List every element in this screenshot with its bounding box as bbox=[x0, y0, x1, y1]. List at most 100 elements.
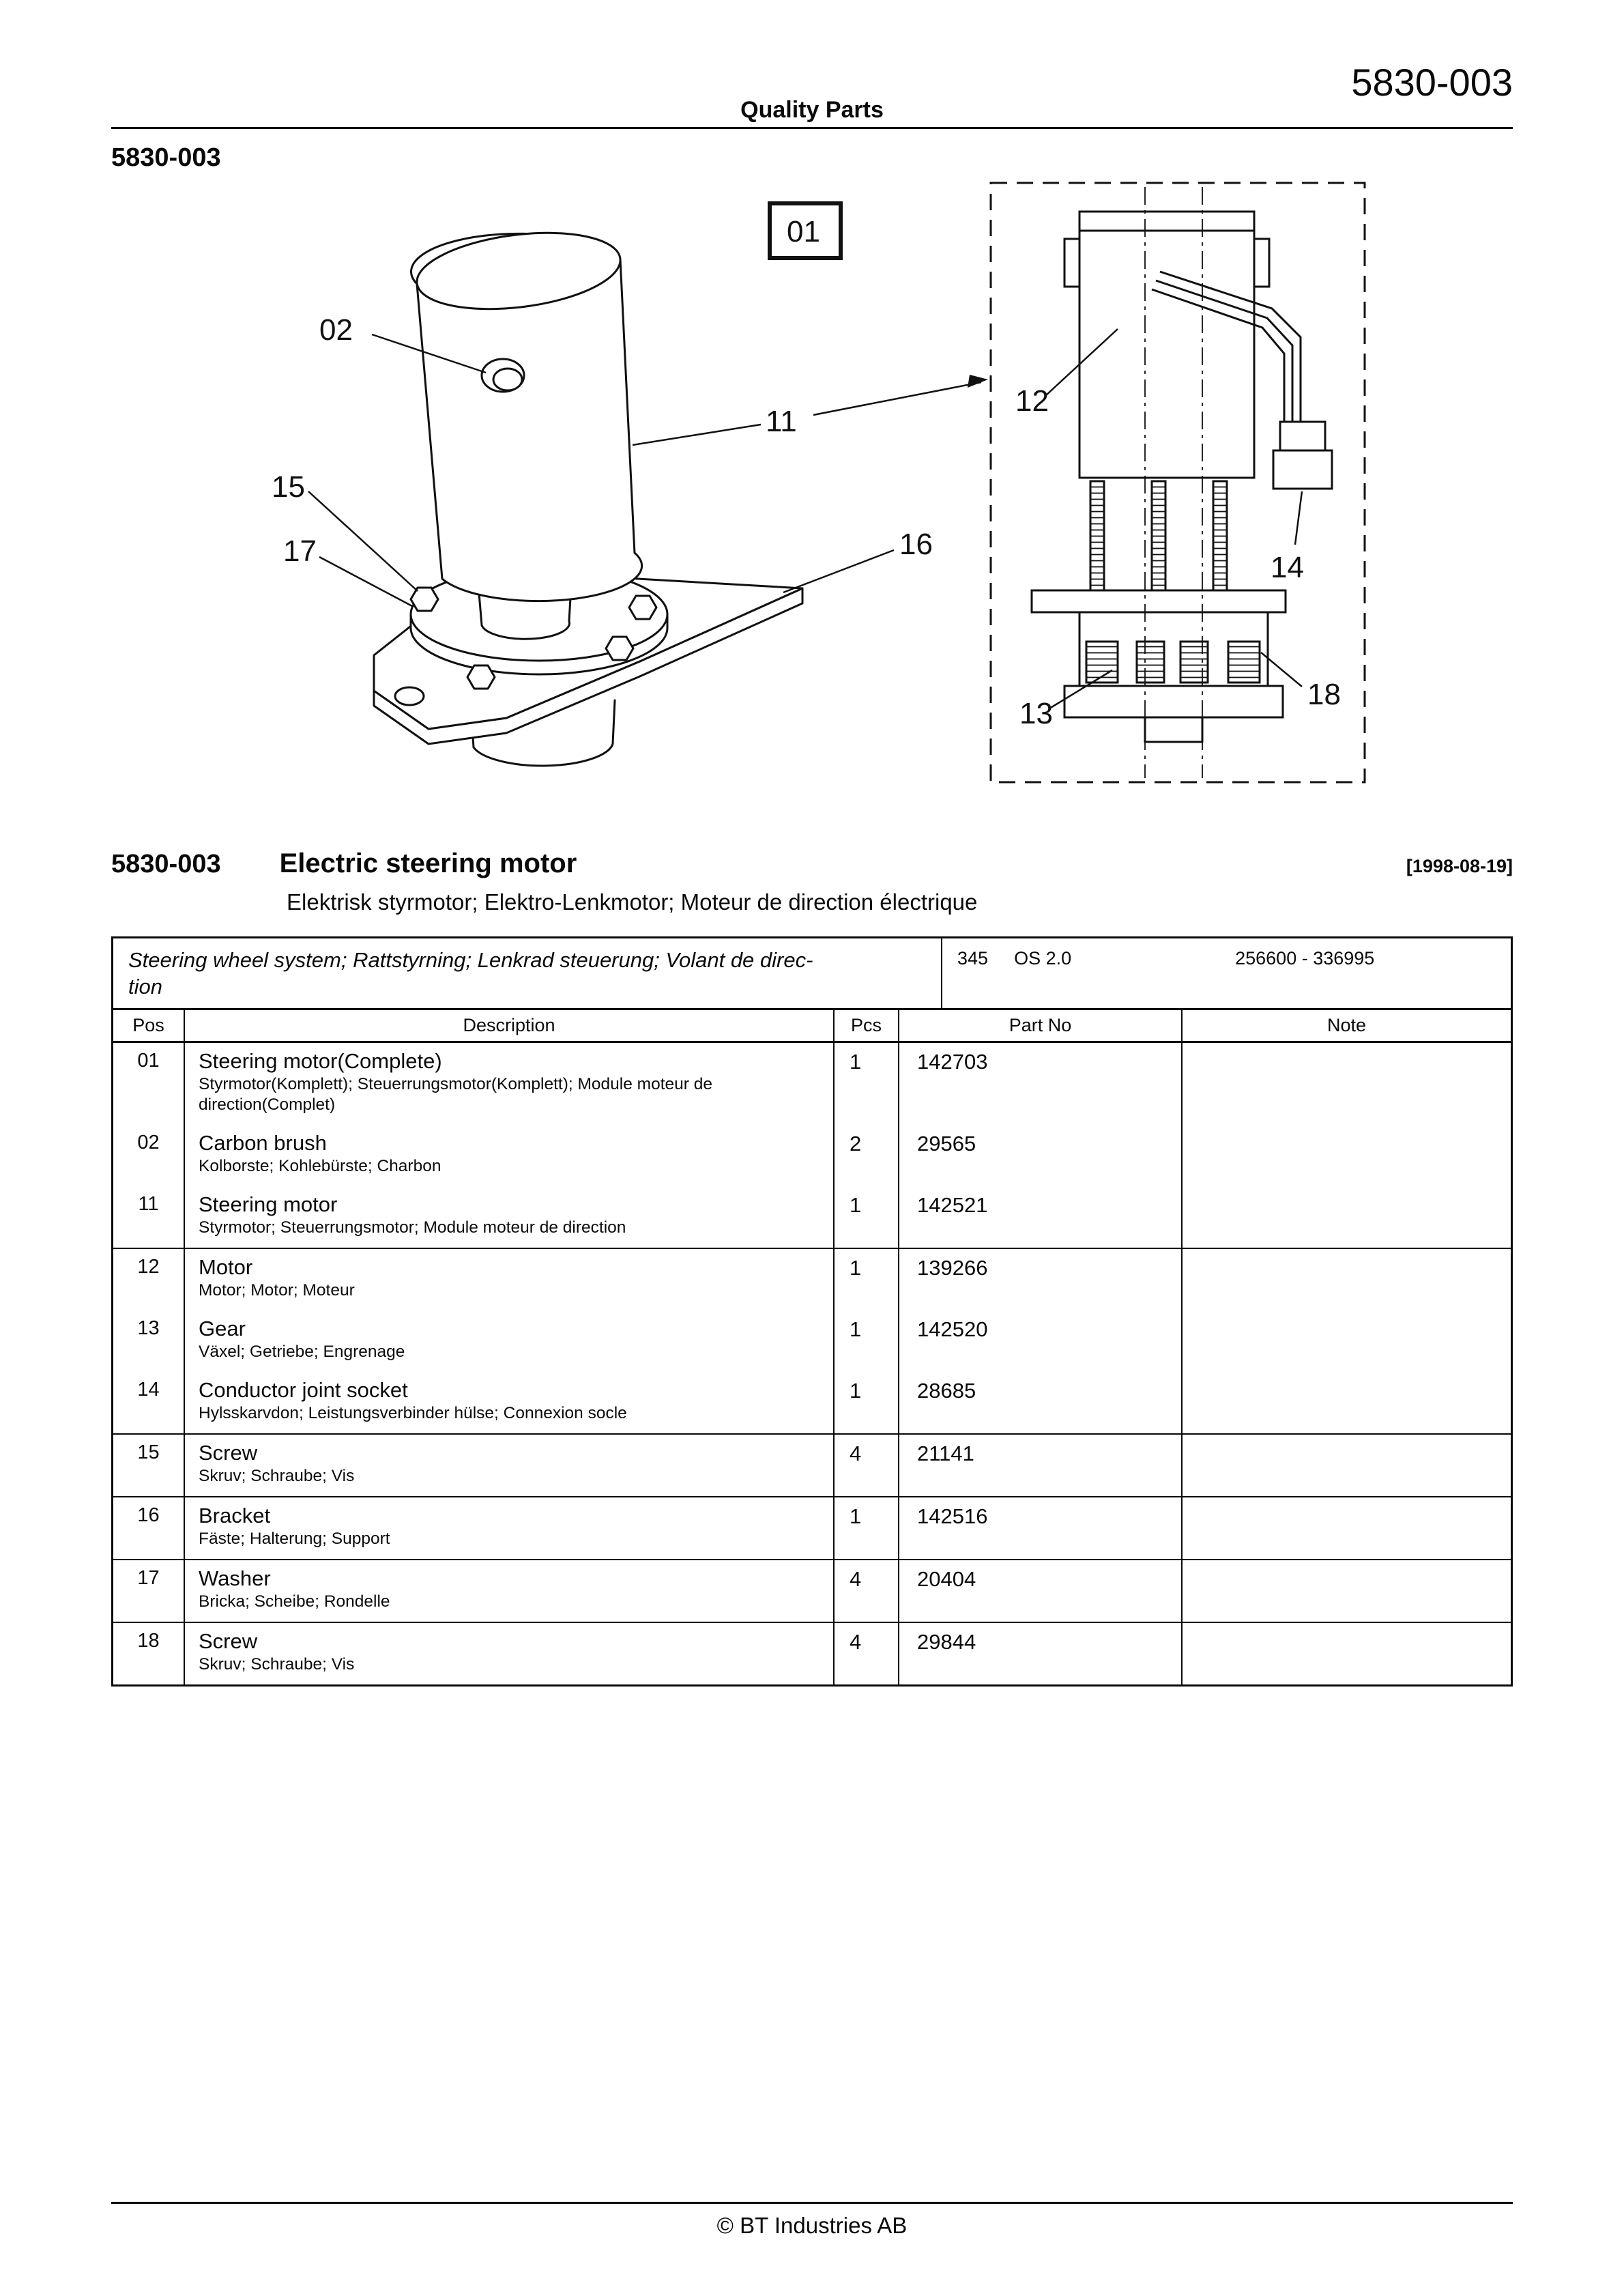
row-description-translations: Växel; Getriebe; Engrenage bbox=[199, 1343, 405, 1361]
row-part-no: 139266 bbox=[899, 1249, 1183, 1310]
row-note bbox=[1183, 1310, 1511, 1372]
row-pcs: 1 bbox=[835, 1249, 899, 1310]
row-description: Screw bbox=[199, 1629, 258, 1653]
assembly-view bbox=[373, 231, 804, 767]
row-description-cell: Screw Skruv; Schraube; Vis bbox=[185, 1435, 835, 1496]
table-info-header: Steering wheel system; Rattstyrning; Len… bbox=[113, 938, 1511, 1010]
bracket-hole bbox=[394, 686, 425, 706]
wire bbox=[1151, 288, 1286, 422]
footer-copyright: © BT Industries AB bbox=[716, 2213, 908, 2238]
row-description: Bracket bbox=[199, 1504, 271, 1527]
motor-body bbox=[410, 232, 643, 603]
leader-13 bbox=[1049, 669, 1113, 710]
leader-02 bbox=[371, 333, 487, 374]
row-description-translations: Motor; Motor; Moteur bbox=[199, 1281, 355, 1300]
arrowhead-11 bbox=[968, 375, 988, 388]
row-part-no: 29844 bbox=[899, 1623, 1183, 1684]
row-part-no: 28685 bbox=[899, 1372, 1183, 1433]
table-row: 01 Steering motor(Complete) Styrmotor(Ko… bbox=[113, 1043, 1511, 1125]
table-row: 11 Steering motor Styrmotor; Steuerrungs… bbox=[113, 1186, 1511, 1248]
hex-bolt bbox=[628, 594, 658, 620]
row-description-cell: Gear Växel; Getriebe; Engrenage bbox=[185, 1310, 835, 1372]
parts-table-body: 01 Steering motor(Complete) Styrmotor(Ko… bbox=[113, 1043, 1511, 1684]
carbon-brush-boss-inner bbox=[492, 367, 523, 392]
footer-rule bbox=[111, 2202, 1513, 2204]
row-description: Gear bbox=[199, 1317, 246, 1340]
row-pcs: 1 bbox=[835, 1043, 899, 1125]
callout-12: 12 bbox=[1015, 384, 1049, 418]
detail-boundary-dashed bbox=[989, 182, 1366, 784]
row-pos: 02 bbox=[113, 1125, 185, 1186]
gear-flange bbox=[1063, 685, 1284, 719]
threaded-stud bbox=[1212, 480, 1228, 592]
section-code: 5830-003 bbox=[111, 143, 221, 172]
row-pos: 16 bbox=[113, 1497, 185, 1559]
row-pos: 14 bbox=[113, 1372, 185, 1433]
table-row: 15 Screw Skruv; Schraube; Vis 4 21141 bbox=[113, 1433, 1511, 1496]
row-description: Screw bbox=[199, 1441, 258, 1465]
serial-range: 256600 - 336995 bbox=[1235, 948, 1375, 968]
leader-11-left bbox=[632, 423, 762, 446]
callout-18: 18 bbox=[1307, 678, 1341, 711]
motor-tab-left bbox=[1063, 238, 1081, 288]
col-header-note: Note bbox=[1326, 1015, 1367, 1035]
model-number: 345 bbox=[957, 948, 989, 968]
row-pos: 11 bbox=[113, 1186, 185, 1248]
row-part-no: 142703 bbox=[899, 1043, 1183, 1125]
table-row: 18 Screw Skruv; Schraube; Vis 4 29844 bbox=[113, 1622, 1511, 1684]
col-header-description: Description bbox=[185, 1010, 835, 1041]
callout-11: 11 bbox=[766, 405, 797, 438]
section-title-code: 5830-003 bbox=[111, 850, 221, 878]
threaded-stud bbox=[1089, 480, 1105, 592]
hex-bolt bbox=[605, 635, 635, 661]
row-part-no: 142520 bbox=[899, 1310, 1183, 1372]
row-note bbox=[1183, 1497, 1511, 1559]
row-pcs: 4 bbox=[835, 1435, 899, 1496]
row-pos: 12 bbox=[113, 1249, 185, 1310]
leader-14 bbox=[1294, 491, 1303, 545]
row-description: Steering motor(Complete) bbox=[199, 1049, 442, 1073]
row-note bbox=[1183, 1125, 1511, 1186]
callouts: 01 02 15 17 11 16 12 14 13 18 bbox=[272, 201, 1341, 730]
row-description-cell: Washer Bricka; Scheibe; Rondelle bbox=[185, 1560, 835, 1622]
table-column-headers: Pos Description Pcs Part No Note bbox=[113, 1010, 1511, 1043]
callout-02: 02 bbox=[319, 313, 353, 347]
row-pcs: 1 bbox=[835, 1310, 899, 1372]
row-description-cell: Steering motor Styrmotor; Steuerrungsmot… bbox=[185, 1186, 835, 1248]
section-title-block: 5830-003 Electric steering motor [1998-0… bbox=[111, 848, 1513, 879]
row-description-translations: Skruv; Schraube; Vis bbox=[199, 1655, 355, 1674]
revision-date: [1998-08-19] bbox=[1406, 856, 1513, 876]
row-pos: 15 bbox=[113, 1435, 185, 1496]
callout-16: 16 bbox=[899, 528, 933, 561]
row-description-cell: Conductor joint socket Hylsskarvdon; Lei… bbox=[185, 1372, 835, 1433]
row-note bbox=[1183, 1249, 1511, 1310]
row-pcs: 1 bbox=[835, 1372, 899, 1433]
detail-motor bbox=[1078, 210, 1256, 479]
row-part-no: 21141 bbox=[899, 1435, 1183, 1496]
page-header-title: Quality Parts bbox=[740, 97, 884, 123]
row-note bbox=[1183, 1623, 1511, 1684]
row-note bbox=[1183, 1186, 1511, 1248]
col-header-part-no: Part No bbox=[899, 1010, 1183, 1041]
row-part-no: 142521 bbox=[899, 1186, 1183, 1248]
row-description: Steering motor bbox=[199, 1192, 338, 1216]
row-note bbox=[1183, 1560, 1511, 1622]
row-note bbox=[1183, 1435, 1511, 1496]
connector-lower bbox=[1272, 449, 1333, 490]
row-description-translations: Hylsskarvdon; Leistungsverbinder hülse; … bbox=[199, 1404, 627, 1422]
os-version: OS 2.0 bbox=[1014, 948, 1072, 968]
row-description-translations: Bricka; Scheibe; Rondelle bbox=[199, 1592, 390, 1611]
col-header-pos: Pos bbox=[113, 1010, 185, 1041]
motor-tab-right bbox=[1253, 238, 1271, 288]
row-pcs: 2 bbox=[835, 1125, 899, 1186]
leader-17 bbox=[319, 556, 413, 607]
leader-12 bbox=[1045, 328, 1118, 397]
callout-01: 01 bbox=[787, 215, 820, 248]
connector-upper bbox=[1279, 420, 1326, 452]
row-description: Motor bbox=[199, 1255, 253, 1279]
row-pos: 01 bbox=[113, 1043, 185, 1125]
row-description-cell: Steering motor(Complete) Styrmotor(Kompl… bbox=[185, 1043, 835, 1125]
row-pcs: 1 bbox=[835, 1497, 899, 1559]
system-description-line2: tion bbox=[128, 975, 162, 999]
row-pos: 18 bbox=[113, 1623, 185, 1684]
